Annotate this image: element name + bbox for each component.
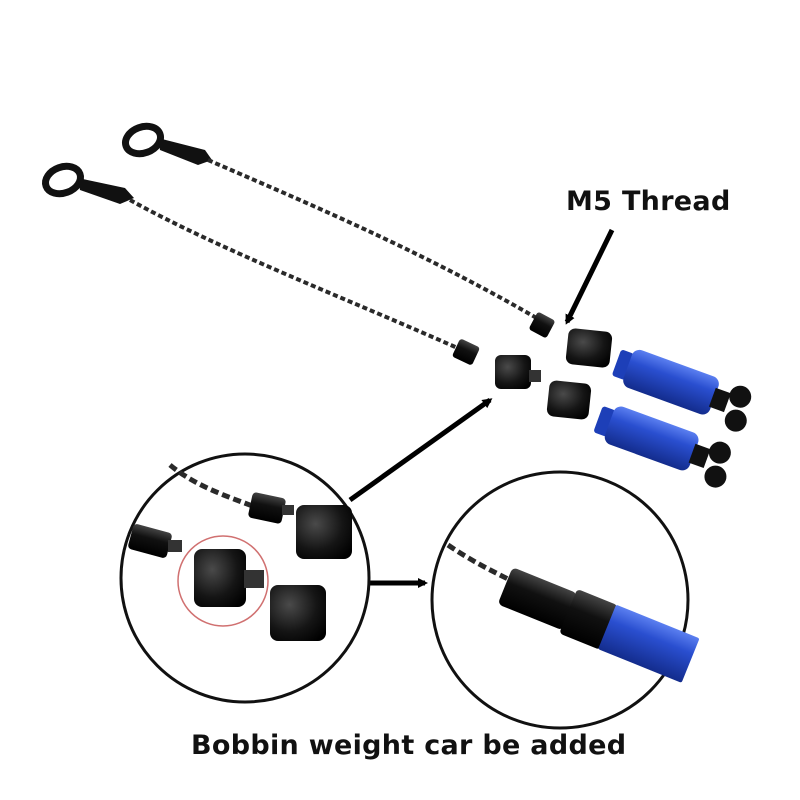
- sleeve-bottom: [546, 380, 592, 420]
- sleeve-top: [565, 328, 613, 368]
- connector-back: [529, 312, 555, 338]
- caption: Bobbin weight car be added: [191, 730, 627, 761]
- thread-label: M5 Thread: [566, 186, 731, 217]
- chain-front: [129, 198, 463, 352]
- hanger-back: [122, 122, 555, 338]
- blue-body-top: [612, 349, 752, 432]
- detail-circle-right: [430, 470, 699, 730]
- arrow-icon: [564, 228, 615, 325]
- wheel-top-b: [724, 409, 747, 432]
- arrow-icon: [348, 397, 493, 503]
- clip-ring-front: [42, 162, 84, 198]
- chain-back: [207, 158, 542, 322]
- clip-arm-back: [158, 138, 212, 165]
- detail-circle-left: [119, 452, 371, 704]
- hanger-front: [42, 162, 480, 365]
- clip-ring-back: [122, 122, 164, 158]
- blue-body-bottom: [594, 406, 731, 488]
- clip-arm-front: [78, 178, 134, 204]
- wheel-bottom-a: [708, 441, 731, 464]
- thread-weight-top: [495, 355, 541, 389]
- wheel-top-a: [729, 385, 752, 408]
- wheel-bottom-b: [704, 465, 727, 488]
- highlight-ring: [177, 535, 269, 627]
- connector-front: [452, 339, 480, 365]
